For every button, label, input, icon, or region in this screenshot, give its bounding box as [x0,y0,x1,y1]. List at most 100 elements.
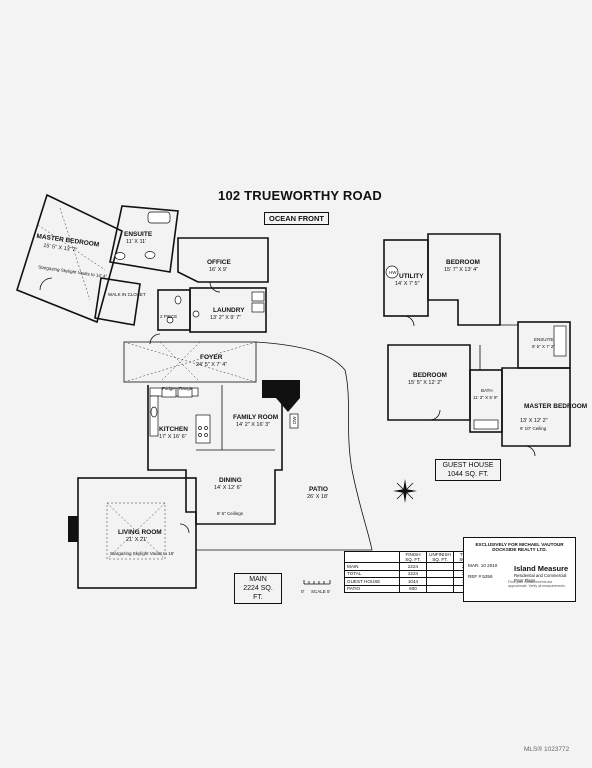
guest-master-name: MASTER BEDROOM [524,403,587,410]
fridge-label: Fridge [162,386,175,391]
main-label-title: MAIN [249,576,267,583]
table-header: UNFINISH SQ. FT. [426,551,454,563]
room-family-dims: 14' 2" X 16' 3" [236,422,270,428]
brand-logo: Island Measure Residential and Commercia… [514,564,575,583]
cooktop-icon [198,426,208,437]
hw-badge: HW [389,270,397,275]
scale-right-label: 5' [327,589,331,594]
table-header-row: FINISH SQ. FT. UNFINISH SQ. FT. TOTAL SQ… [344,551,481,563]
ensuite-walls [109,205,179,273]
closet-walls [94,277,141,326]
table-row: PATIO 600 600 [344,584,481,593]
guest-bedroom1-walls [427,233,501,326]
credit-ref: REF # 5256 [468,574,493,579]
table-row: GUEST HOUSE 1044 1044 [344,577,481,586]
main-area-label: MAIN 2224 SQ. FT. [234,573,282,604]
guest-bedroom1-dims: 15' 7" X 13' 4" [444,267,478,273]
room-office-dims: 16' X 9' [209,267,227,273]
guest-bath-name: BATH [481,388,493,393]
guest-ensuite-dims: 9' 5" X 7' 2" [532,344,555,349]
guest-house-area-label: GUEST HOUSE 1044 SQ. FT. [435,459,501,481]
mls-number: MLS® 1023772 [524,746,570,753]
hot-water-tank-icon [385,265,399,279]
master-bedroom-walls [16,193,123,324]
brand-tagline: Residential and Commercial Floor Plans [514,573,567,583]
room-living-dims: 21' X 21' [126,537,147,543]
scale-mid-label: SCALE [311,589,326,594]
main-label-area: 2224 SQ. FT. [243,585,273,601]
room-laundry-name: LAUNDRY [213,307,245,314]
room-laundry-dims: 13' 2" X 9' 7" [210,315,241,321]
room-closet-name: WALK IN CLOSET [108,292,146,297]
scale-left-label: 0' [301,589,305,594]
table-cell [426,577,454,586]
office-walls [177,237,269,283]
guest-bath-dims: 11' 3" X 5' 8" [473,395,498,400]
room-ensuite-dims: 11' X 11' [126,239,146,245]
ceilings-note: 8' 6" Ceilings [217,511,244,516]
room-kitchen-name: KITCHEN [159,426,188,433]
laundry-walls [189,287,267,333]
room-note: Stargazing Skylight Vaults to 14' 4" [38,264,108,279]
foyer-walls [123,341,257,383]
table-cell: 2224 [399,569,427,578]
credit-block: EXCLUSIVELY FOR MICHAEL VAUTOUR DOCKSIDE… [463,537,576,602]
table-cell: 2224 [399,562,427,571]
guest-master-dims: 13' X 12' 2" [520,418,548,424]
guest-master-note: 9' 10" Ceiling [520,426,547,431]
credit-agency: DOCKSIDE REALTY LTD. [492,547,547,552]
page-subtitle: OCEAN FRONT [264,212,329,225]
room-office-name: OFFICE [207,259,231,266]
dw-label: DW [292,416,297,424]
table-row: MAIN 2224 2224 [344,562,481,571]
guest-house-label-area: 1044 SQ. FT. [447,471,489,478]
room-foyer-name: FOYER [200,354,223,361]
room-foyer-dims: 24' 5" X 7' 4" [196,362,227,368]
table-cell [426,569,454,578]
page-title: 102 TRUEWORTHY ROAD [218,188,382,203]
guest-master-walls [501,367,571,447]
room-two-piece-name: 2 PIECE [160,314,177,319]
guest-bedroom1-name: BEDROOM [446,259,480,266]
patio-name: PATIO [309,486,328,493]
table-cell [426,584,454,593]
credit-meta: MAR. 10 2010 REF # 5256 [468,560,497,582]
guest-utility-dims: 14' X 7' 5" [395,281,420,287]
room-master-bedroom: MASTER BEDROOM 15' 5" X 13' 7" Stargazin… [36,233,108,279]
table-cell: MAIN [344,562,400,571]
range-label: Range [179,386,193,391]
table-cell: TOTAL [344,569,400,578]
table-cell: PATIO [344,584,400,593]
table-header: FINISH SQ. FT. [399,551,427,563]
guest-house-label-title: GUEST HOUSE [442,462,494,469]
guest-bedroom2-name: BEDROOM [413,372,447,379]
guest-utility-name: UTILITY [399,273,424,280]
patio-outline [196,341,373,551]
credit-date: MAR. 10 2010 [468,563,498,568]
scale-bar [303,580,331,585]
room-kitchen-dims: 17' X 16' 6" [159,434,187,440]
brand-name: Island Measure [514,564,569,573]
guest-bedroom2-dims: 15' 5" X 12' 2" [408,380,442,386]
table-cell: 600 [399,584,427,593]
area-summary-table: FINISH SQ. FT. UNFINISH SQ. FT. TOTAL SQ… [344,551,481,593]
table-cell: GUEST HOUSE [344,577,400,586]
patio-dims: 26' X 18' [307,494,328,500]
table-header [344,551,400,563]
credit-fine-print: Floor plan measurements are approximate.… [508,580,566,588]
room-dims: 15' 5" X 13' 7" [43,243,78,254]
room-living-name: LIVING ROOM [118,529,162,536]
table-cell [426,562,454,571]
table-cell: 1044 [399,577,427,586]
room-family-name: FAMILY ROOM [233,414,278,421]
living-note: Stargazing Skylight Vaults to 16' [110,551,174,556]
two-piece-walls [157,289,191,331]
credit-client: EXCLUSIVELY FOR MICHAEL VAUTOUR [475,542,564,547]
room-dining-dims: 14' X 12' 6" [214,485,242,491]
room-ensuite-name: ENSUITE [124,231,153,238]
room-dining-name: DINING [219,477,242,484]
compass-icon [393,479,417,503]
main-body-walls [147,384,291,525]
table-row: TOTAL 2224 2224 [344,569,481,578]
